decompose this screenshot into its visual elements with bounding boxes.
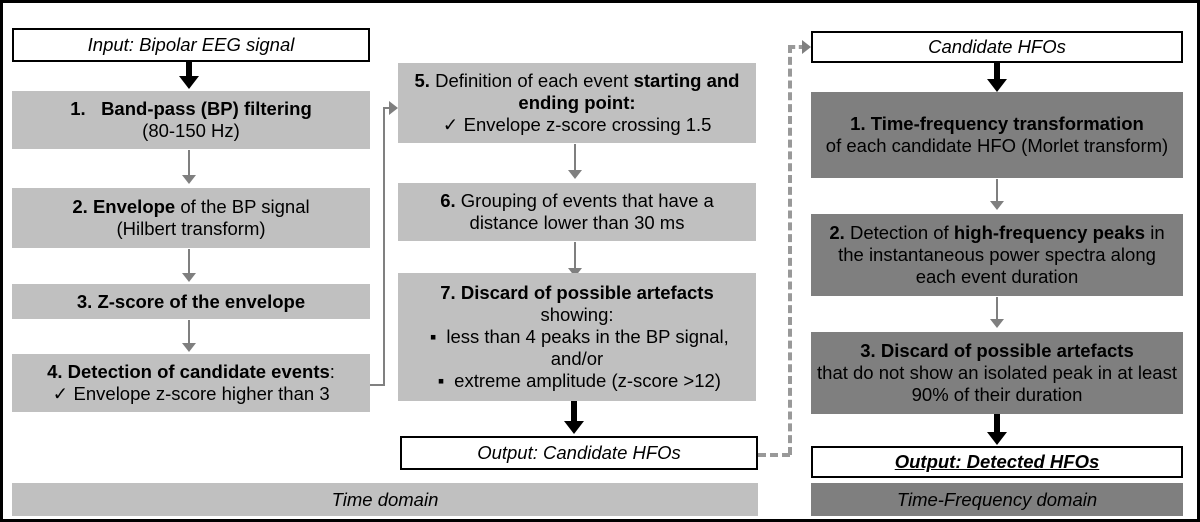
step-7-line2: showing: [540, 304, 614, 326]
tf-step-1-time-frequency-transformation-box: 1. Time-frequency transformation of each… [811, 92, 1183, 178]
output-candidate-hfos-box: Output: Candidate HFOs [400, 436, 758, 470]
step-2-head-rest: of the BP signal [175, 196, 310, 218]
input-box-label-prefix: Input: [87, 34, 134, 56]
input-bipolar-eeg-box: Input: Bipolar EEG signal [12, 28, 370, 62]
candidate-hfos-box: Candidate HFOs [811, 31, 1183, 63]
time-domain-bar: Time domain [12, 483, 758, 516]
step-7-number: 7. [440, 282, 456, 304]
tf-step-3-head-bold: Discard of possible artefacts [880, 340, 1134, 362]
arrow-input-to-step1-line [186, 62, 192, 78]
step-7-head-bold: Discard of possible artefacts [460, 282, 714, 304]
step-4-bullet-text: Envelope z-score higher than 3 [73, 383, 330, 404]
step-5-number: 5. [414, 70, 430, 92]
arrow-step3-to-step4-head [182, 343, 196, 352]
arrow-tf-step3-to-output-head [987, 432, 1007, 445]
step-4-head: Detection of candidate events [67, 361, 330, 383]
arrow-step3-to-step4-line [188, 320, 190, 346]
arrow-step1-to-step2-head [182, 175, 196, 184]
arrow-step6-to-step7-line [574, 242, 576, 271]
connector-step4-to-step5-horizontal-top [383, 107, 392, 109]
connector-step4-to-step5-horizontal-bottom [370, 384, 385, 386]
tf-step-1-head-bold: Time-frequency transformation [870, 113, 1144, 135]
dashed-connector-arrowhead [802, 40, 811, 54]
arrow-tf-step3-to-output-line [994, 414, 1000, 434]
tf-step-2-head-bold: high-frequency peaks [953, 222, 1146, 244]
step-2-envelope-box: 2. Envelope of the BP signal (Hilbert tr… [12, 188, 370, 248]
dashed-connector-bottom-segment [758, 453, 790, 457]
input-box-label-rest: Bipolar EEG signal [133, 34, 295, 56]
arrow-tf-step2-to-step3-line [996, 297, 998, 322]
arrow-step7-to-output-head [564, 421, 584, 434]
output-detected-hfos-box: Output: Detected HFOs [811, 446, 1183, 478]
output-detected-hfos-label: Output: Detected HFOs [894, 451, 1100, 473]
step-1-line2: (80-150 Hz) [142, 120, 240, 141]
step-2-head: Envelope [92, 196, 176, 218]
step-5-definition-start-end-box: 5. Definition of each event starting and… [398, 63, 756, 143]
arrow-step7-to-output-line [571, 401, 577, 423]
step-3-head: Z-score of the envelope [97, 290, 306, 312]
step-1-head: Band-pass (BP) filtering [101, 98, 312, 120]
tf-step-1-number: 1. [850, 113, 866, 135]
output-candidate-label-prefix: Output: [477, 442, 538, 464]
step-5-check-icon: ✓ [442, 113, 459, 135]
tf-step-3-discard-artefacts-box: 3. Discard of possible artefacts that do… [811, 332, 1183, 414]
step-4-check-icon: ✓ [52, 383, 69, 404]
connector-step4-to-step5-vertical [383, 108, 385, 386]
tf-step-2-head-rest: in the instantaneous power spectra along… [838, 222, 1165, 287]
step-1-number: 1. [70, 98, 86, 120]
step-5-head-plain: Definition of each event [429, 70, 634, 92]
step-1-bandpass-filtering-box: 1. Band-pass (BP) filtering (80-150 Hz) [12, 91, 370, 149]
arrow-step6-to-step7-head [568, 268, 582, 277]
output-candidate-label-rest: Candidate HFOs [537, 442, 681, 464]
time-frequency-domain-bar-label: Time-Frequency domain [896, 488, 1098, 510]
step-2-line2: (Hilbert transform) [116, 218, 266, 239]
step-6-grouping-events-box: 6. Grouping of events that have a distan… [398, 183, 756, 241]
time-frequency-domain-bar: Time-Frequency domain [811, 483, 1183, 516]
arrow-step5-to-step6-head [568, 170, 582, 179]
step-6-head-plain: Grouping of events that have a distance … [455, 190, 714, 233]
time-domain-bar-label: Time domain [331, 488, 439, 510]
step-7-bullet-2-text: extreme amplitude (z-score >12) [454, 369, 721, 391]
tf-step-2-detection-hf-peaks-box: 2. Detection of high-frequency peaks in … [811, 214, 1183, 296]
arrow-candidate-to-tf-step1-head [987, 79, 1007, 92]
step-6-number: 6. [440, 190, 456, 212]
dashed-connector-top-segment [788, 45, 806, 49]
tf-step-2-head-plain: Detection of [844, 222, 954, 244]
step-4-detection-candidate-events-box: 4. Detection of candidate events: ✓ Enve… [12, 354, 370, 412]
step-5-head-bold: starting and ending point: [518, 70, 740, 114]
step-7-bullet-1-text: less than 4 peaks in the BP signal, and/… [446, 326, 729, 369]
step-5-bullet-text: Envelope z-score crossing 1.5 [463, 113, 712, 135]
tf-step-2-number: 2. [829, 222, 845, 244]
arrow-step5-to-step6-line [574, 144, 576, 173]
step-2-number: 2. [72, 196, 88, 218]
step-7-bullet-1-icon: ▪ [429, 326, 437, 348]
arrow-input-to-step1-head [179, 76, 199, 89]
connector-step4-to-step5-arrowhead [389, 101, 398, 115]
step-3-number: 3. [76, 290, 93, 312]
dashed-connector-vertical-segment [788, 45, 792, 455]
arrow-step2-to-step3-line [188, 249, 190, 276]
arrow-tf-step1-to-step2-head [990, 201, 1004, 210]
arrow-step1-to-step2-line [188, 150, 190, 178]
tf-step-1-line2: of each candidate HFO (Morlet transform) [825, 135, 1169, 156]
step-4-head-rest: : [329, 361, 335, 383]
arrow-tf-step1-to-step2-line [996, 179, 998, 204]
step-4-number: 4. [47, 361, 63, 383]
step-7-discard-artefacts-box: 7. Discard of possible artefacts showing… [398, 273, 756, 401]
step-7-bullet-2-icon: ▪ [437, 369, 445, 391]
arrow-tf-step2-to-step3-head [990, 319, 1004, 328]
arrow-step2-to-step3-head [182, 273, 196, 282]
step-3-zscore-box: 3. Z-score of the envelope [12, 284, 370, 319]
tf-step-3-number: 3. [860, 340, 876, 362]
arrow-candidate-to-tf-step1-line [994, 63, 1000, 81]
tf-step-3-line2: that do not show an isolated peak in at … [817, 362, 1177, 405]
candidate-hfos-label: Candidate HFOs [928, 36, 1066, 58]
